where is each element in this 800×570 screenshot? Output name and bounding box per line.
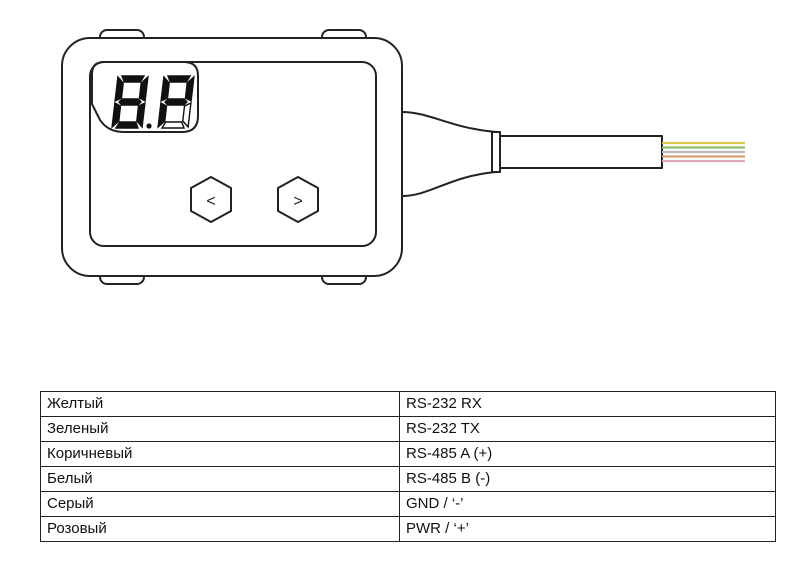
segment [114, 75, 124, 103]
next-button[interactable]: > [277, 176, 319, 223]
wire-signal-cell: PWR / ‘+’ [399, 516, 776, 542]
segment [166, 75, 192, 83]
device-face [89, 61, 377, 247]
cable-jacket [500, 135, 663, 169]
wire-signal-cell: RS-485 B (-) [399, 466, 776, 492]
wire-color-cell: Белый [40, 466, 400, 492]
wire-color-cell: Коричневый [40, 441, 400, 467]
wire-signal-cell: RS-232 TX [399, 416, 776, 442]
wire-signal-cell: RS-485 A (+) [399, 441, 776, 467]
display-digit [111, 75, 149, 129]
cable-collar [491, 131, 501, 173]
wire-color-cell: Серый [40, 491, 400, 517]
segment [184, 75, 195, 103]
segment [136, 101, 146, 129]
prev-button-label: < [206, 193, 215, 210]
wire-color-cell: Розовый [40, 516, 400, 542]
segment [111, 101, 122, 129]
segment [120, 75, 146, 83]
seven-segment-display [111, 75, 195, 129]
prev-button[interactable]: < [190, 176, 232, 223]
next-button-label: > [293, 193, 302, 210]
decimal-point [146, 123, 152, 129]
segment [160, 121, 186, 129]
segment [164, 98, 188, 106]
segment [114, 121, 140, 129]
wire-color-cell: Желтый [40, 391, 400, 417]
wire-color-cell: Зеленый [40, 416, 400, 442]
segment [182, 101, 192, 129]
segment [160, 75, 170, 103]
segment [157, 101, 168, 129]
segment [118, 98, 142, 106]
wire-signal-cell: RS-232 RX [399, 391, 776, 417]
cable-strain-relief [401, 111, 497, 197]
wire-signal-cell: GND / ‘-’ [399, 491, 776, 517]
device-drawing: < > [61, 29, 745, 285]
display-digit [157, 75, 195, 129]
device-housing [61, 37, 403, 277]
display-window [91, 61, 199, 133]
cable-wires [662, 141, 745, 163]
segment [138, 75, 149, 103]
